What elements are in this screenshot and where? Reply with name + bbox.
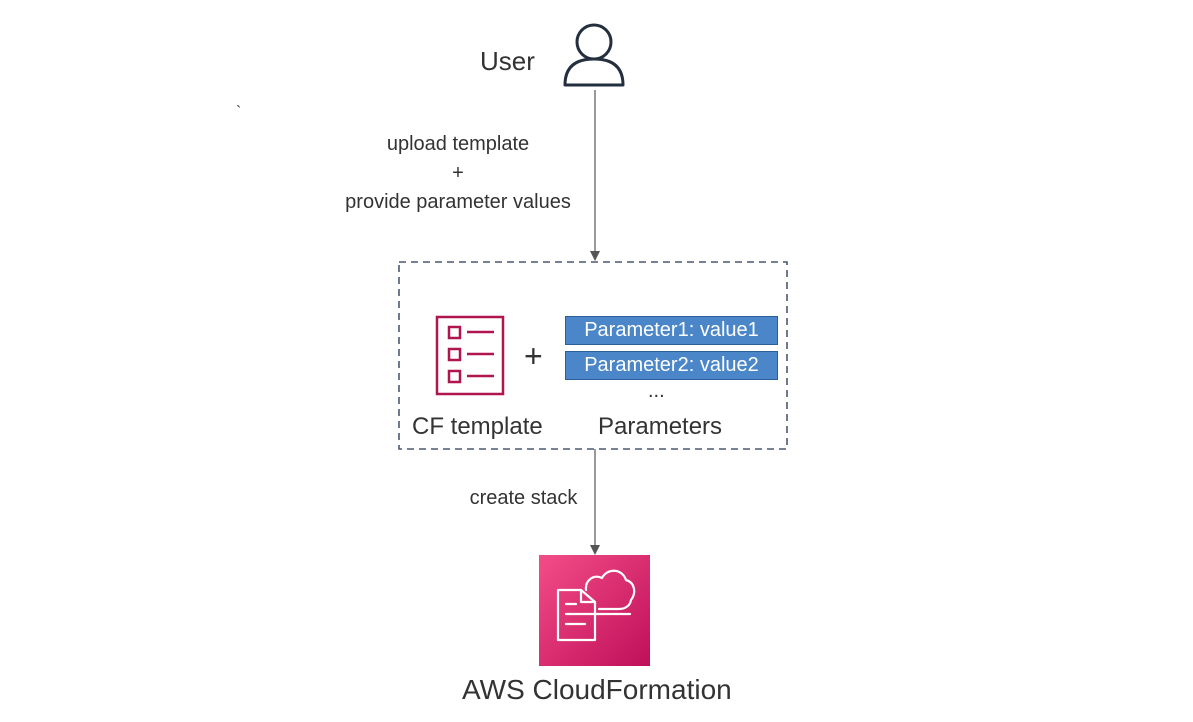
upload-label-line3: provide parameter values	[345, 191, 571, 213]
plus-sign: +	[524, 338, 543, 374]
upload-label-line1: upload template	[386, 133, 530, 155]
parameter-row-2: Parameter2: value2	[565, 351, 778, 380]
user-label: User	[480, 46, 535, 76]
parameters-label: Parameters	[598, 413, 723, 440]
user-icon	[563, 23, 625, 87]
parameters-ellipsis: ...	[648, 380, 665, 402]
cloudformation-icon	[539, 555, 650, 666]
upload-label-line2: +	[452, 162, 464, 184]
cf-template-label: CF template	[412, 413, 543, 440]
input-group-border	[398, 261, 788, 450]
stray-mark: `	[236, 104, 242, 121]
checklist-icon	[435, 315, 505, 396]
parameter-row-1: Parameter1: value1	[565, 316, 778, 345]
create-stack-label: create stack	[469, 487, 578, 509]
service-label: AWS CloudFormation	[462, 674, 732, 705]
